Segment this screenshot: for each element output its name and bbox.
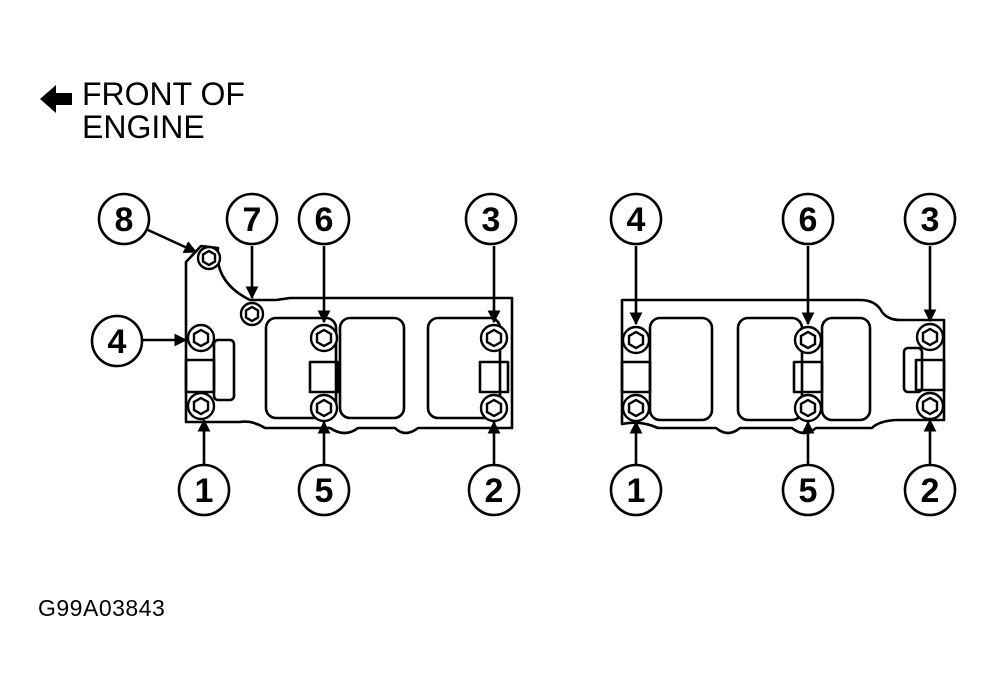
left-arrows [142,228,501,464]
callout-right-5: 5 [781,463,835,517]
bolt-6 [309,323,339,353]
right-callouts: 4 6 3 1 5 2 [609,192,957,517]
bolt-7 [239,301,265,327]
callout-right-2: 2 [903,463,957,517]
bolt-r6 [793,325,823,355]
figure-id: G99A03843 [38,595,166,621]
svg-text:3: 3 [482,201,501,239]
right-arrows [629,246,937,464]
svg-text:2: 2 [485,472,504,510]
svg-text:8: 8 [115,201,134,239]
left-bolts [186,245,509,423]
bolt-r4 [621,325,651,355]
right-bolts [621,322,945,423]
svg-text:7: 7 [243,201,262,239]
bolt-8 [196,245,222,271]
svg-text:4: 4 [108,323,127,361]
svg-text:3: 3 [921,201,940,239]
bolt-2 [479,393,509,423]
callout-left-4: 4 [90,314,144,368]
svg-text:6: 6 [315,201,334,239]
callout-left-3: 3 [464,192,518,246]
front-of-engine-text: FRONT OF ENGINE [82,78,245,144]
callout-left-8: 8 [97,192,151,246]
front-of-engine-label: FRONT OF ENGINE [40,78,245,144]
bolt-r1 [621,393,651,423]
bolt-4 [186,323,216,353]
left-callouts: 8 7 6 3 4 1 5 2 [90,192,521,517]
svg-text:4: 4 [627,201,646,239]
bolt-r2 [915,391,945,421]
callout-left-6: 6 [297,192,351,246]
svg-text:5: 5 [315,472,334,510]
svg-text:2: 2 [921,472,940,510]
bolt-1 [186,391,216,421]
svg-text:5: 5 [799,472,818,510]
svg-text:1: 1 [627,472,646,510]
callout-left-7: 7 [225,192,279,246]
bolt-r3 [915,322,945,352]
front-line-1: FRONT OF [82,76,245,112]
callout-left-2: 2 [467,463,521,517]
front-line-2: ENGINE [82,109,205,145]
callout-right-4: 4 [609,192,663,246]
bolt-r5 [793,393,823,423]
left-arrow-icon [40,85,72,113]
bolt-5 [309,393,339,423]
callout-right-1: 1 [609,463,663,517]
callout-right-6: 6 [781,192,835,246]
callout-right-3: 3 [903,192,957,246]
callout-left-5: 5 [297,463,351,517]
callout-left-1: 1 [177,463,231,517]
svg-text:1: 1 [195,472,214,510]
bolt-3 [479,323,509,353]
right-intake-manifold [620,298,946,435]
left-intake-manifold [184,244,514,435]
svg-text:6: 6 [799,201,818,239]
